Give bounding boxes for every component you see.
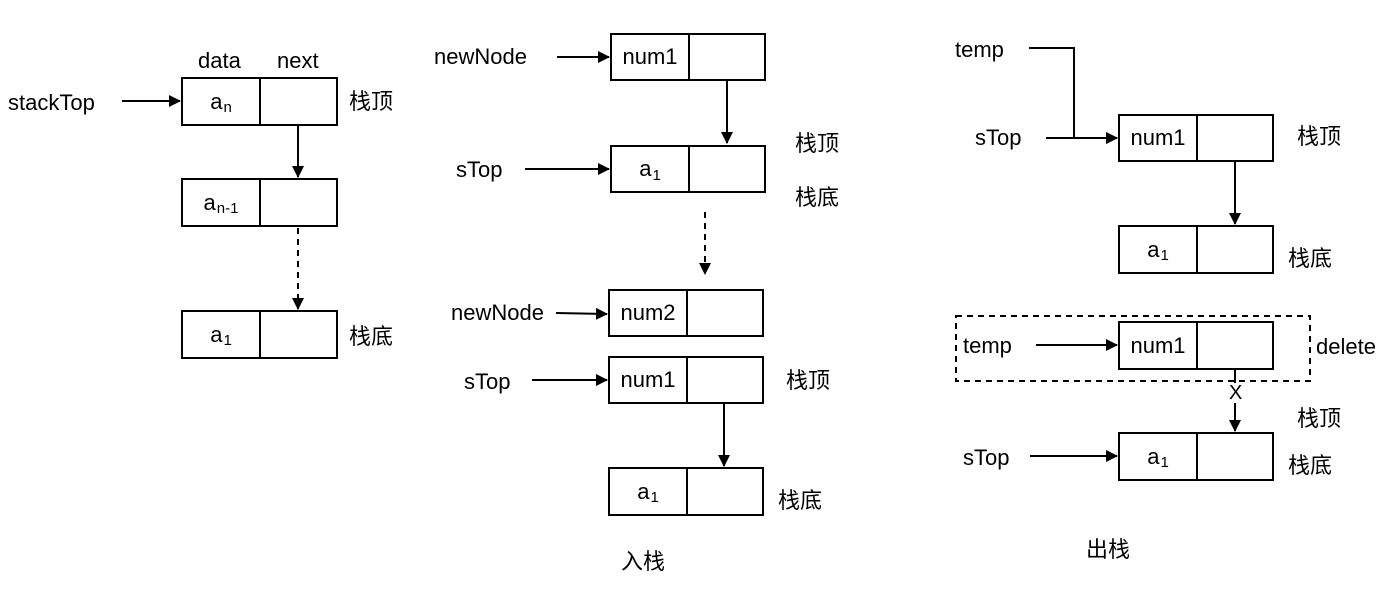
push-node-a1-base: a — [639, 156, 652, 181]
push-node-a1-sub: 1 — [652, 166, 661, 184]
stacktop-pointer-label: stackTop — [8, 90, 95, 115]
push-stop-label-1: sTop — [456, 157, 503, 182]
pop-node-num1b-data: num1 — [1118, 321, 1198, 370]
pop-top-label-2: 栈顶 — [1297, 406, 1342, 431]
node-a1-next — [259, 310, 338, 359]
pop-node-a1b-base: a — [1147, 443, 1160, 469]
node-an-base: a — [210, 88, 223, 114]
delete-label: delete — [1316, 334, 1376, 359]
push-bottom-label-1: 栈底 — [795, 185, 840, 210]
pop-node-num1-next — [1196, 114, 1274, 162]
push-node-a1b-base: a — [637, 478, 650, 504]
node-an1-base: a — [203, 189, 216, 215]
pop-node-num1b-next — [1196, 321, 1274, 370]
pop-stop-label-1: sTop — [975, 125, 1022, 150]
header-next: next — [277, 48, 319, 73]
pop-top-label-1: 栈顶 — [1297, 124, 1342, 149]
push-top-label-2: 栈顶 — [786, 368, 831, 393]
pop-node-a1-base: a — [1147, 236, 1160, 262]
node-a1-sub: 1 — [223, 332, 232, 349]
push-node-num1b-next — [686, 356, 764, 404]
push-node-num2-data: num2 — [608, 289, 688, 337]
push-node-num1-next — [688, 33, 766, 81]
left-bottom-label: 栈底 — [349, 324, 394, 349]
push-node-num1-data: num1 — [610, 33, 690, 81]
delete-region-outline — [955, 315, 1311, 382]
push-newnode-label-1: newNode — [434, 44, 527, 69]
pop-node-a1-sub: 1 — [1160, 247, 1169, 264]
pop-node-num1-data: num1 — [1118, 114, 1198, 162]
header-data: data — [198, 48, 241, 73]
push-top-label-1: 栈顶 — [795, 131, 840, 156]
pop-stop-label-2: sTop — [963, 445, 1010, 470]
left-top-label: 栈顶 — [349, 89, 394, 114]
pop-bottom-label-2: 栈底 — [1288, 453, 1333, 478]
pop-node-a1b-sub: 1 — [1160, 454, 1169, 471]
node-an1-sub: n-1 — [216, 200, 239, 217]
node-an1-next — [259, 178, 338, 227]
arrow-newnode-2 — [555, 307, 608, 320]
pop-temp-label-2: temp — [963, 333, 1012, 358]
push-bottom-label-2: 栈底 — [778, 488, 823, 513]
arrow-temp-1 — [1029, 47, 1118, 144]
push-node-a1b-next — [686, 467, 764, 516]
push-node-a1-next — [688, 145, 766, 193]
node-an-sub: n — [223, 99, 232, 116]
push-caption: 入栈 — [621, 549, 666, 574]
pop-temp-label-1: temp — [955, 37, 1004, 62]
push-stop-label-2: sTop — [464, 369, 511, 394]
cut-mark: X — [1228, 382, 1244, 404]
node-a1-base: a — [210, 321, 223, 347]
pop-bottom-label-1: 栈底 — [1288, 246, 1333, 271]
push-node-num1b-data: num1 — [608, 356, 688, 404]
push-node-a1b-sub: 1 — [650, 489, 659, 506]
pop-caption: 出栈 — [1086, 537, 1131, 562]
push-newnode-label-2: newNode — [451, 300, 544, 325]
pop-node-a1-next — [1196, 225, 1274, 274]
node-an-next — [259, 77, 338, 126]
pop-node-a1b-next — [1196, 432, 1274, 481]
push-node-num2-next — [686, 289, 764, 337]
